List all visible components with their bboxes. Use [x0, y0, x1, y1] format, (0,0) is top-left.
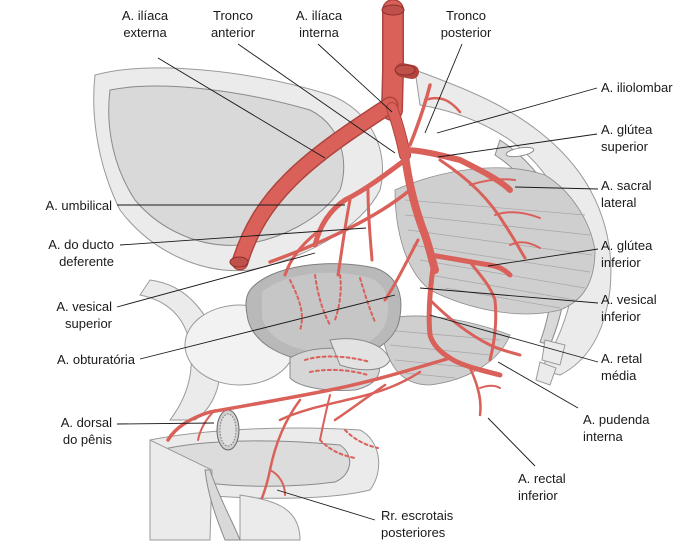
- label-tronco-posterior: Tronco posterior: [440, 8, 492, 40]
- label-iliolombar: A. iliolombar: [601, 80, 673, 95]
- label-dorsal-penis: A. dorsal do pênis: [60, 415, 112, 447]
- label-vesical-inferior: A. vesical inferior: [601, 292, 657, 324]
- label-iliaca-interna: A. ilíaca interna: [295, 8, 343, 40]
- label-ducto-deferente: A. do ducto deferente: [48, 237, 114, 269]
- label-pudenda-interna: A. pudenda interna: [583, 412, 650, 444]
- arteries: [166, 0, 541, 500]
- leader-lines: [116, 43, 599, 521]
- label-retal-media: A. retal média: [601, 351, 643, 383]
- label-sacral-lateral: A. sacral lateral: [601, 178, 652, 210]
- penis-scrotum: [149, 409, 380, 541]
- label-vesical-superior: A. vesical superior: [56, 299, 112, 331]
- label-tronco-anterior: Tronco anterior: [210, 8, 256, 40]
- label-umbilical: A. umbilical: [45, 198, 112, 213]
- label-obturatoria: A. obturatória: [56, 352, 135, 367]
- label-glutea-inferior: A. glútea inferior: [601, 238, 653, 270]
- label-escrotais-posteriores: Rr. escrotais posteriores: [381, 508, 454, 540]
- label-iliaca-externa: A. ilíaca externa: [121, 8, 169, 40]
- label-glutea-superior: A. glútea superior: [601, 122, 653, 154]
- label-rectal-inferior: A. rectal inferior: [518, 471, 566, 503]
